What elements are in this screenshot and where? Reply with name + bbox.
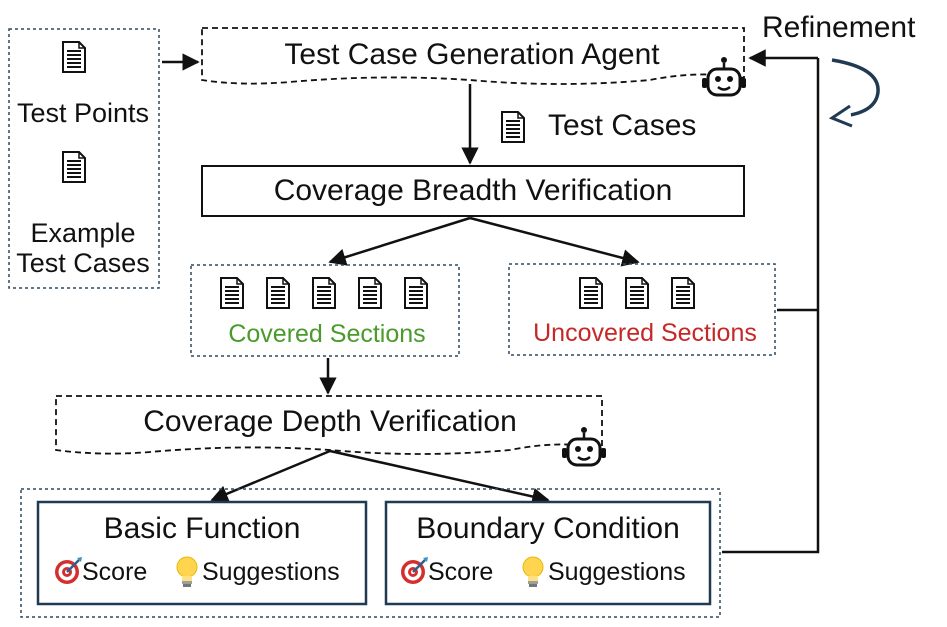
depth-robot-icon bbox=[560, 425, 608, 467]
test-points-label: Test Points bbox=[16, 98, 150, 128]
depth-box bbox=[55, 395, 603, 455]
inputs-box bbox=[8, 28, 160, 289]
example-test-cases-document-icon bbox=[62, 151, 86, 183]
uncovered-document-icon bbox=[579, 277, 603, 309]
uncovered-label: Uncovered Sections bbox=[533, 319, 757, 347]
test-points-document-icon bbox=[62, 41, 86, 73]
results-feedback-line bbox=[722, 58, 820, 554]
basic-suggestions-label: Suggestions bbox=[202, 558, 340, 586]
agent-robot-icon bbox=[700, 55, 748, 97]
depth-to-basic-arrow bbox=[210, 449, 331, 503]
covered-document-icon bbox=[358, 277, 382, 309]
agent-label: Test Case Generation Agent bbox=[284, 38, 660, 71]
example-label-line1: Example bbox=[30, 218, 136, 248]
depth-label: Coverage Depth Verification bbox=[143, 405, 517, 438]
covered-document-icon bbox=[312, 277, 336, 309]
breadth-box bbox=[201, 165, 745, 217]
basic-score-label: Score bbox=[82, 558, 148, 586]
basic-function-title: Basic Function bbox=[103, 512, 301, 545]
covered-document-icon bbox=[266, 277, 290, 309]
breadth-to-covered-arrow bbox=[328, 216, 471, 266]
refresh-arrow-icon bbox=[828, 58, 880, 128]
boundary-suggestions-label: Suggestions bbox=[548, 558, 686, 586]
example-label-line2: Test Cases bbox=[16, 248, 150, 278]
boundary-score-label: Score bbox=[428, 558, 494, 586]
breadth-label: Coverage Breadth Verification bbox=[273, 174, 673, 207]
basic-function-box bbox=[36, 500, 368, 606]
depth-to-boundary-arrow bbox=[329, 449, 550, 506]
boundary-condition-title: Boundary Condition bbox=[416, 512, 680, 545]
test-cases-document-icon bbox=[501, 111, 525, 143]
refinement-label: Refinement bbox=[762, 11, 916, 44]
breadth-to-uncovered-arrow bbox=[469, 216, 640, 267]
covered-document-icon bbox=[404, 277, 428, 309]
uncovered-document-icon bbox=[625, 277, 649, 309]
uncovered-document-icon bbox=[671, 277, 695, 309]
covered-document-icon bbox=[220, 277, 244, 309]
boundary-condition-box bbox=[384, 500, 712, 606]
test-cases-label: Test Cases bbox=[548, 109, 697, 142]
results-box bbox=[20, 488, 721, 618]
uncovered-box bbox=[508, 263, 776, 356]
agent-box bbox=[201, 27, 745, 85]
covered-box bbox=[190, 264, 460, 357]
covered-label: Covered Sections bbox=[228, 320, 426, 348]
